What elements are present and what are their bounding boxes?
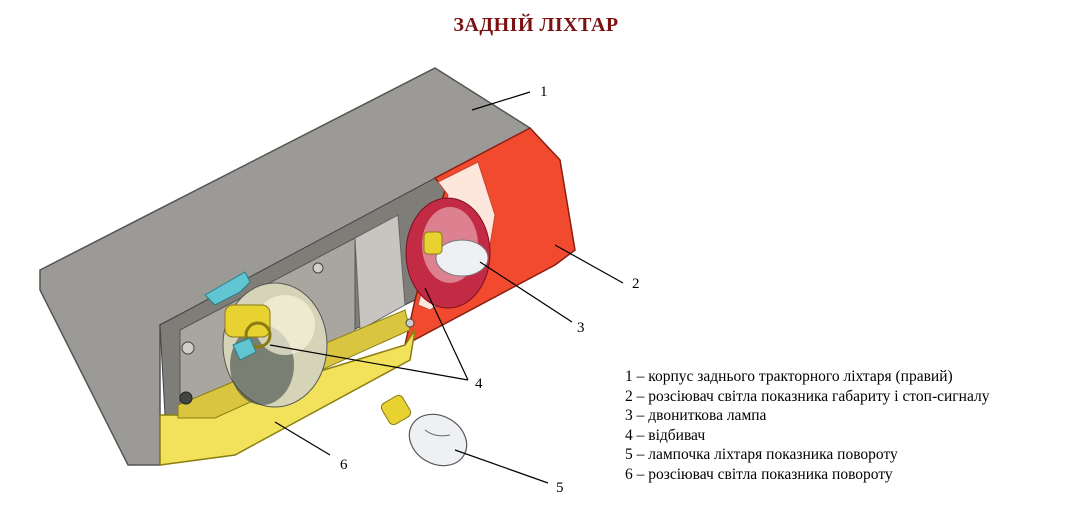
bulb-holder-ring xyxy=(244,321,272,349)
screw-top xyxy=(312,262,324,274)
turn-bulb-glass xyxy=(408,413,468,467)
diagram-title: ЗАДНІЙ ЛІХТАР xyxy=(453,14,619,36)
legend-item-2: 2 – розсіювач світла показника габариту … xyxy=(625,387,990,405)
leader-line-2 xyxy=(554,244,624,284)
leader-lines xyxy=(269,91,624,484)
legend-list: 1 – корпус заднього тракторного ліхтаря … xyxy=(625,367,989,484)
legend-item-1: 1 – корпус заднього тракторного ліхтаря … xyxy=(625,368,953,385)
holder-clip-blue xyxy=(232,337,257,361)
legend-item-5: 5 – лампочка ліхтаря показника повороту xyxy=(625,446,898,463)
spring-clip xyxy=(204,271,251,306)
double-filament-bulb xyxy=(435,239,489,277)
leader-line-5 xyxy=(454,449,549,484)
screw-left xyxy=(181,341,195,355)
leader-line-3 xyxy=(479,261,573,323)
legend-item-3: 3 – двониткова лампа xyxy=(625,407,767,424)
leader-line-4a xyxy=(269,344,469,381)
legend-item-4: 4 – відбивач xyxy=(625,426,706,444)
legend-item-6: 6 – розсіювач світла показника повороту xyxy=(625,465,893,483)
leader-line-4b xyxy=(424,287,469,381)
turn-bulb-base xyxy=(380,394,412,426)
leader-line-6 xyxy=(274,421,331,456)
callout-3: 3 xyxy=(577,320,585,336)
screw-bottom xyxy=(179,391,193,405)
double-filament-bulb-socket xyxy=(423,231,443,255)
divider-wall xyxy=(354,214,406,331)
leader-line-1 xyxy=(471,91,531,111)
screw-right xyxy=(405,318,415,328)
callout-6: 6 xyxy=(340,457,348,473)
callout-2: 2 xyxy=(632,276,640,292)
callout-5: 5 xyxy=(556,480,564,496)
callout-1: 1 xyxy=(540,84,548,100)
turn-bulb-filament xyxy=(424,429,451,437)
callout-4: 4 xyxy=(475,376,483,392)
